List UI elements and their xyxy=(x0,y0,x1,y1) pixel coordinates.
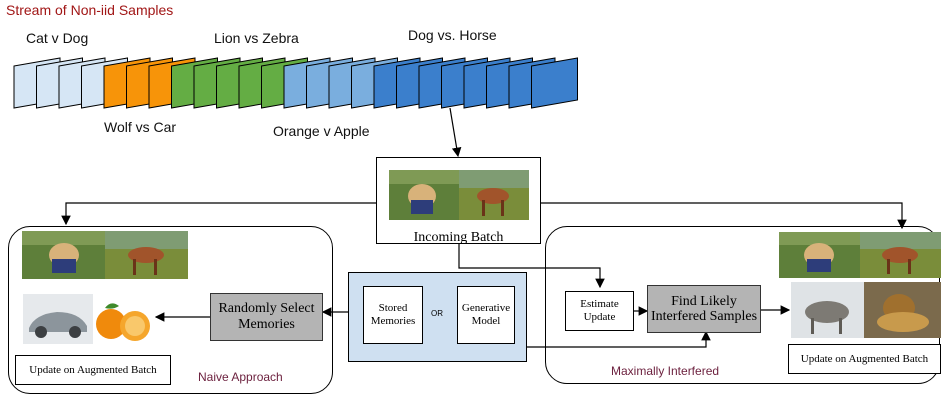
sample-card xyxy=(531,57,578,109)
interfered-approach-label: Maximally Interfered xyxy=(611,364,720,378)
wolf-lion-photo xyxy=(791,282,941,338)
stored-memories-box: Stored Memories xyxy=(363,286,423,344)
or-label: OR xyxy=(431,309,443,318)
stream-label-orange-apple: Orange v Apple xyxy=(273,123,370,139)
car-orange-photo xyxy=(23,294,150,344)
stream-title: Stream of Non-iid Samples xyxy=(6,2,174,18)
generative-model-box: Generative Model xyxy=(457,286,515,344)
memory-to-find-arrow xyxy=(527,330,711,348)
stream-label-wolf-car: Wolf vs Car xyxy=(104,119,177,135)
naive-approach-panel xyxy=(8,226,333,394)
interfered-batch-photo xyxy=(779,232,941,278)
dog-horse-photo xyxy=(388,170,529,220)
batch-to-estimate-arrow xyxy=(458,244,605,289)
batch-to-interfered-arrow xyxy=(540,202,907,230)
find-interfered-box: Find Likely Interfered Samples xyxy=(647,285,761,333)
stream-label-cat-dog: Cat v Dog xyxy=(26,30,89,46)
incoming-batch-images xyxy=(388,170,529,220)
naive-approach-label: Naive Approach xyxy=(198,370,283,384)
stream-label-dog-horse: Dog vs. Horse xyxy=(408,27,497,43)
stream-label-lion-zebra: Lion vs Zebra xyxy=(214,30,299,46)
random-select-box: Randomly Select Memories xyxy=(210,293,323,341)
batch-to-naive-arrow xyxy=(61,202,376,226)
naive-update-box: Update on Augmented Batch xyxy=(15,355,171,385)
stream-to-batch-arrow xyxy=(449,107,462,158)
interfered-update-box: Update on Augmented Batch xyxy=(788,344,941,374)
incoming-batch-box: Incoming Batch xyxy=(376,157,541,245)
estimate-update-box: Estimate Update xyxy=(565,291,634,331)
incoming-batch-label: Incoming Batch xyxy=(413,230,504,245)
naive-batch-photo xyxy=(22,231,188,279)
